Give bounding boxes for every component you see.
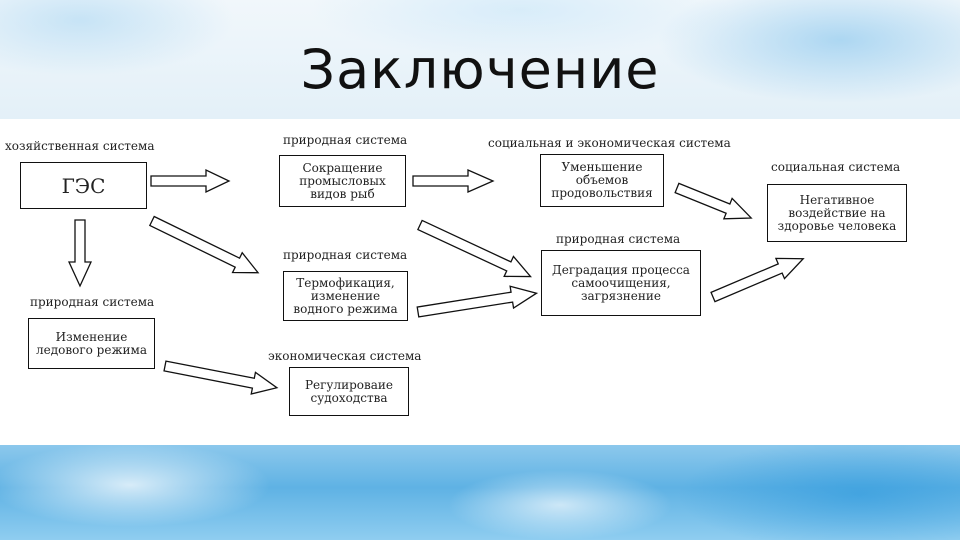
node-umen: Уменьшение объемов продовольствия xyxy=(540,154,664,207)
background-top xyxy=(0,0,960,120)
node-term: Термофикация, изменение водного режима xyxy=(283,271,408,321)
label-prir-system-1: природная система xyxy=(283,133,408,147)
slide-title: Заключение xyxy=(300,38,660,101)
node-izm: Изменение ледового режима xyxy=(28,318,155,369)
node-sokr: Сокращение промысловых видов рыб xyxy=(279,155,406,207)
arrow-ges-to-term xyxy=(148,215,260,274)
diagram-panel xyxy=(0,119,960,445)
arrow-ges-to-sokr xyxy=(150,168,231,194)
arrow-sokr-to-degr xyxy=(417,219,532,278)
node-reg: Регулироваие судоходства xyxy=(289,367,409,416)
arrow-sokr-to-umen xyxy=(412,169,495,193)
label-soc-econ-system: социальная и экономическая система xyxy=(488,136,731,150)
background-bottom xyxy=(0,445,960,540)
arrow-ges-to-izm xyxy=(67,219,93,288)
label-prir-system-2: природная система xyxy=(283,248,408,262)
label-hoz-system: хозяйственная система xyxy=(5,139,155,153)
label-prir-system-3: природная система xyxy=(556,232,681,246)
arrow-term-to-degr xyxy=(416,285,539,318)
node-ges: ГЭС xyxy=(20,162,147,209)
label-econ-system: экономическая система xyxy=(268,349,422,363)
label-soc-system: социальная система xyxy=(771,160,901,174)
arrow-umen-to-neg xyxy=(674,182,753,220)
node-neg: Негативное воздействие на здоровье челов… xyxy=(767,184,907,242)
arrow-degr-to-neg xyxy=(710,257,805,303)
node-degr: Деградация процесса самоочищения, загряз… xyxy=(541,250,701,316)
label-prir-system-4: природная система xyxy=(30,295,155,309)
arrow-izm-to-reg xyxy=(163,360,279,395)
